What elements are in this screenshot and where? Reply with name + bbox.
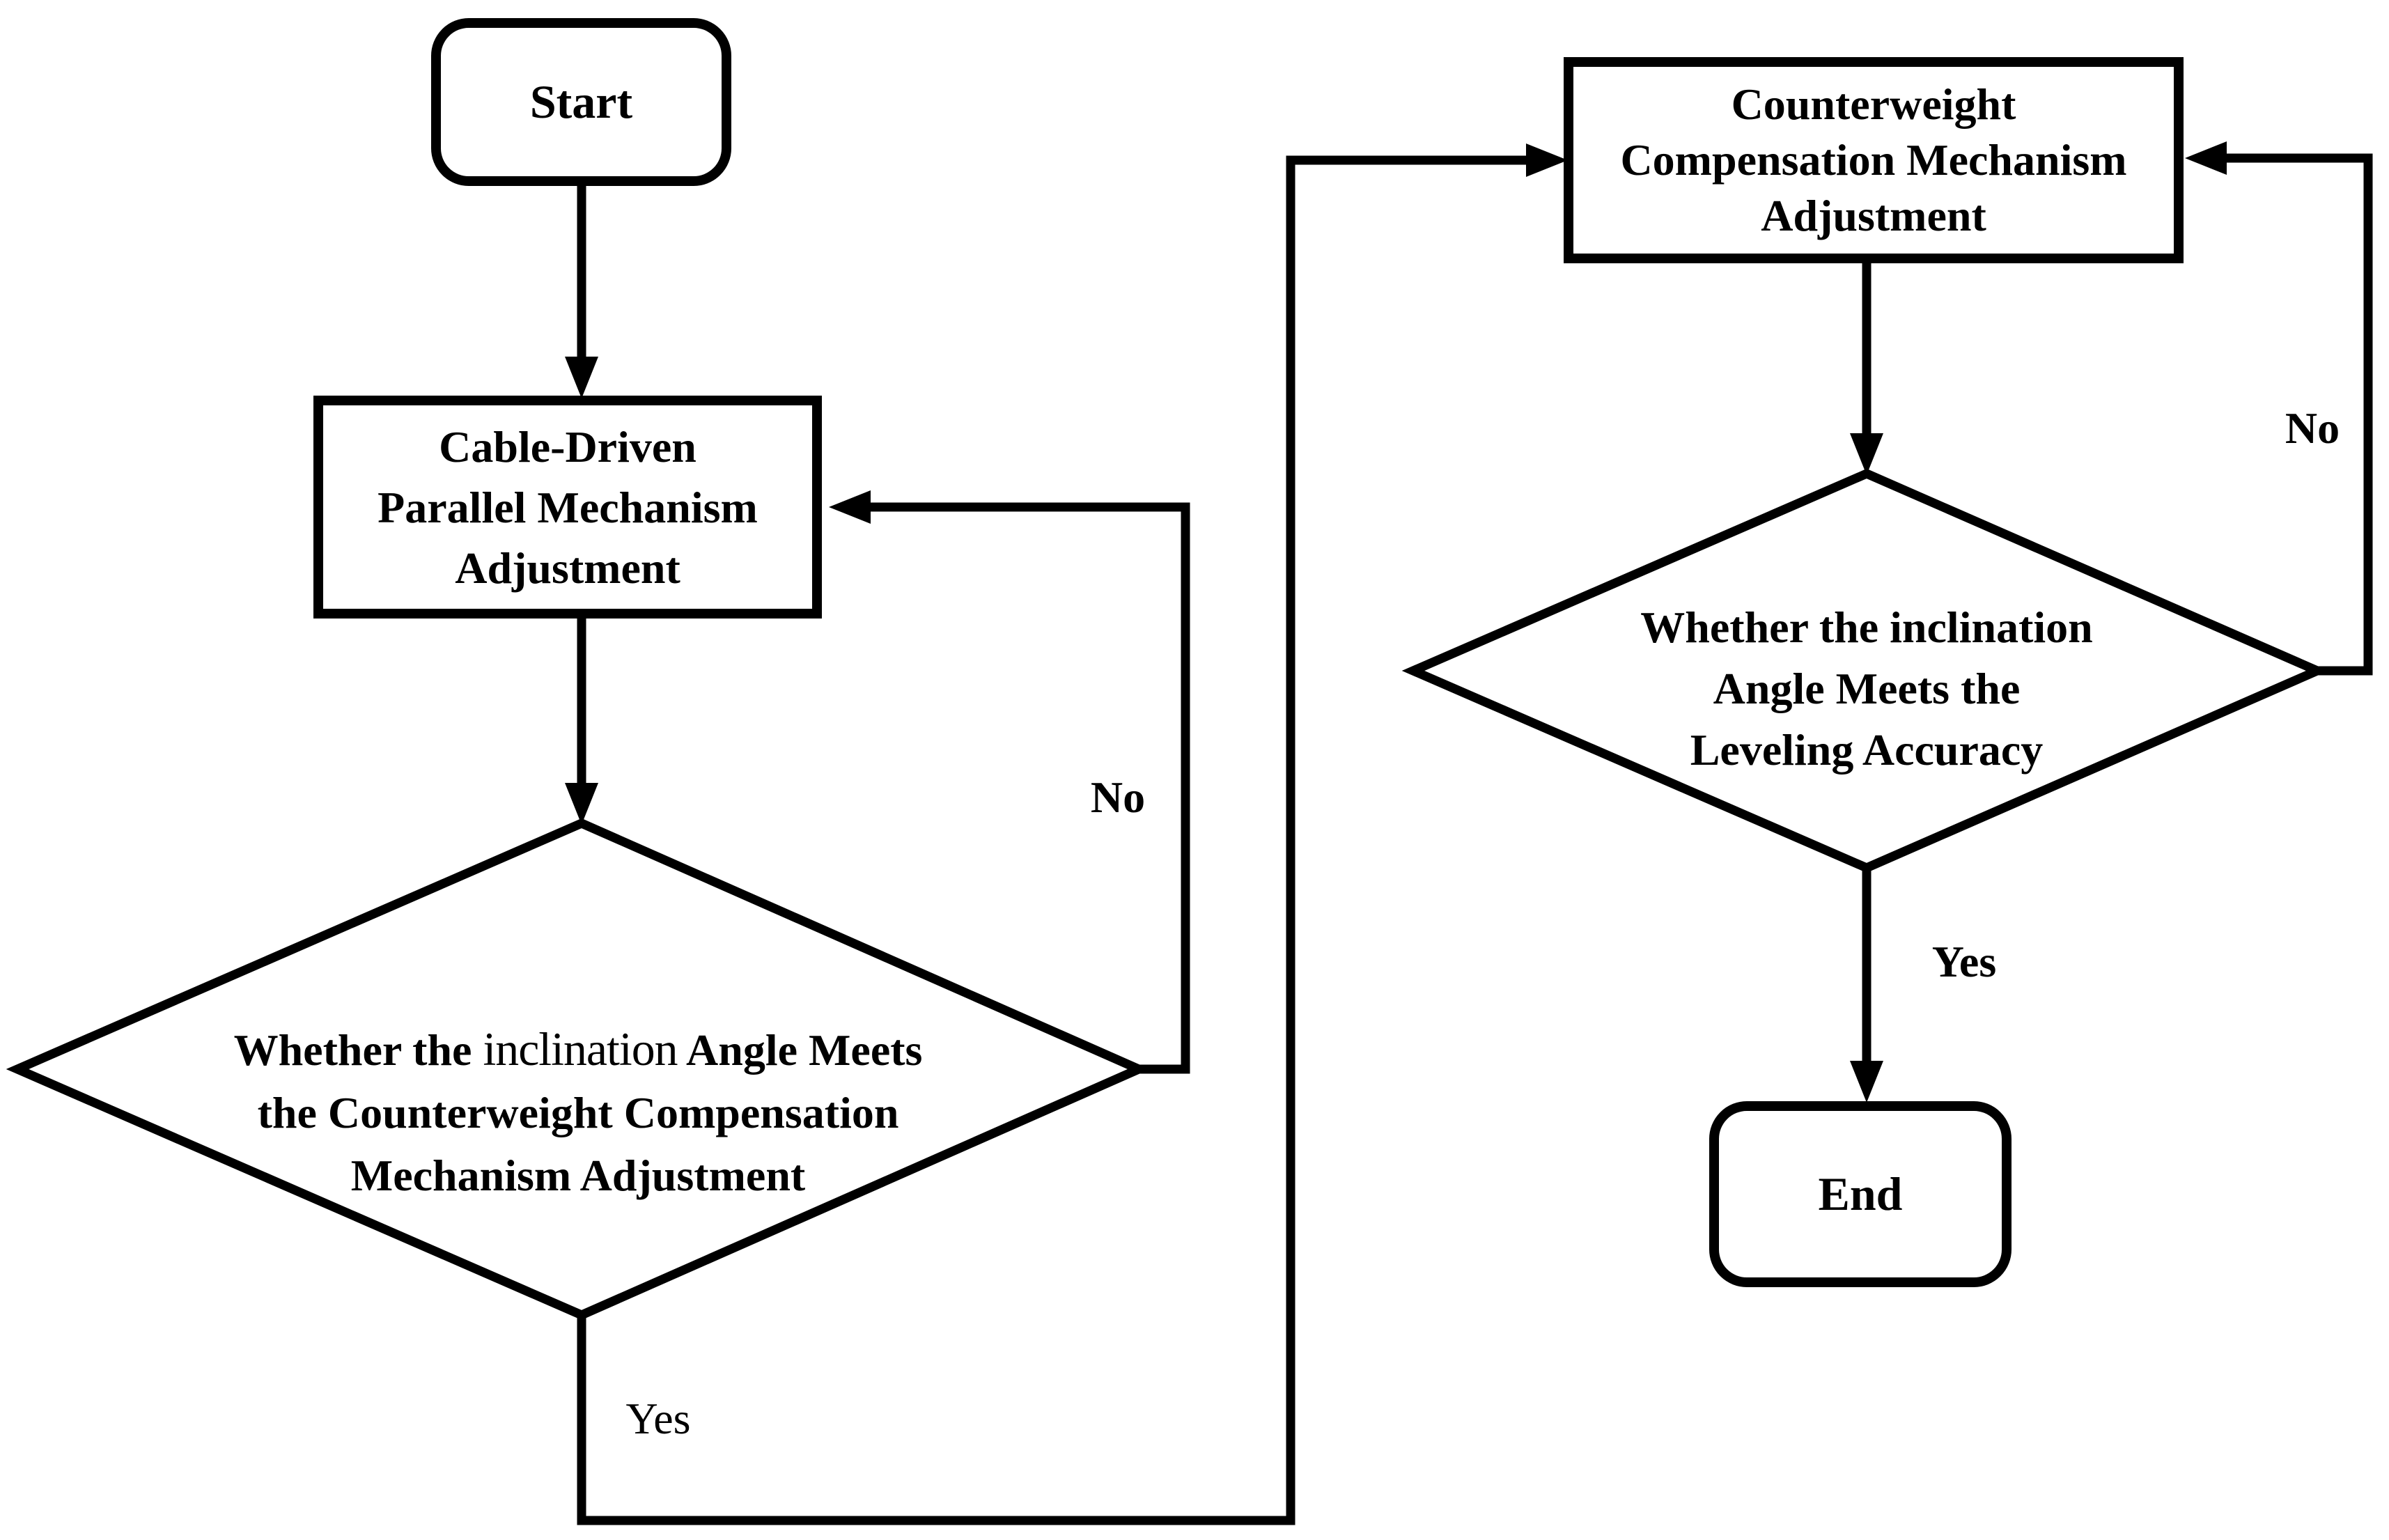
- decision2-line-2: Angle Meets the: [1713, 664, 2021, 713]
- start-label: Start: [529, 75, 633, 128]
- arrowhead-counterweight-to-decision2: [1850, 433, 1883, 475]
- decision1-line-3: Mechanism Adjustment: [350, 1151, 806, 1200]
- decision1-line-1: Whether the inclination Angle Meets: [233, 1023, 923, 1075]
- decision1-text: Whether the inclination Angle Meets the …: [17, 1018, 1139, 1207]
- cable-line-1: Cable-Driven: [439, 421, 697, 472]
- decision1-line-2: the Counterweight Compensation: [257, 1088, 899, 1137]
- end-label: End: [1818, 1167, 1903, 1220]
- arrowhead-decision2-yes: [1850, 1061, 1883, 1103]
- arrowhead-decision1-no-loop: [829, 490, 871, 524]
- decision2-yes-label: Yes: [1931, 937, 1997, 986]
- counterweight-adjustment-node: Counterweight Compensation Mechanism Adj…: [1564, 57, 2184, 263]
- cable-line-2: Parallel Mechanism: [378, 482, 758, 532]
- start-node: Start: [431, 18, 731, 186]
- edge-decision1-no-loop: [871, 502, 1190, 1074]
- decision2-line-1: Whether the inclination: [1640, 602, 2093, 652]
- decision1-no-label: No: [1090, 772, 1146, 822]
- arrowhead-decision1-yes-path: [1526, 143, 1568, 177]
- cable-line-3: Adjustment: [455, 543, 680, 593]
- counterweight-line-1: Counterweight: [1731, 79, 2016, 129]
- arrowhead-start-to-cable: [565, 357, 598, 398]
- edge-decision2-no-loop: [2227, 153, 2373, 676]
- decision1-inclination-word: inclination: [483, 1023, 678, 1075]
- cable-driven-adjustment-node: Cable-Driven Parallel Mechanism Adjustme…: [313, 396, 822, 619]
- decision1-yes-label: Yes: [625, 1394, 691, 1443]
- decision2-line-3: Leveling Accuracy: [1690, 725, 2044, 775]
- arrowhead-decision2-no-loop: [2185, 141, 2227, 175]
- decision2-text: Whether the inclination Angle Meets the …: [1414, 597, 2319, 781]
- arrowhead-cable-to-decision1: [565, 783, 598, 825]
- counterweight-line-2: Compensation Mechanism: [1620, 135, 2127, 185]
- decision2-no-label: No: [2285, 403, 2340, 453]
- edge-decision1-yes-path: [577, 155, 1526, 1525]
- end-node: End: [1709, 1101, 2011, 1287]
- counterweight-line-3: Adjustment: [1761, 191, 1986, 240]
